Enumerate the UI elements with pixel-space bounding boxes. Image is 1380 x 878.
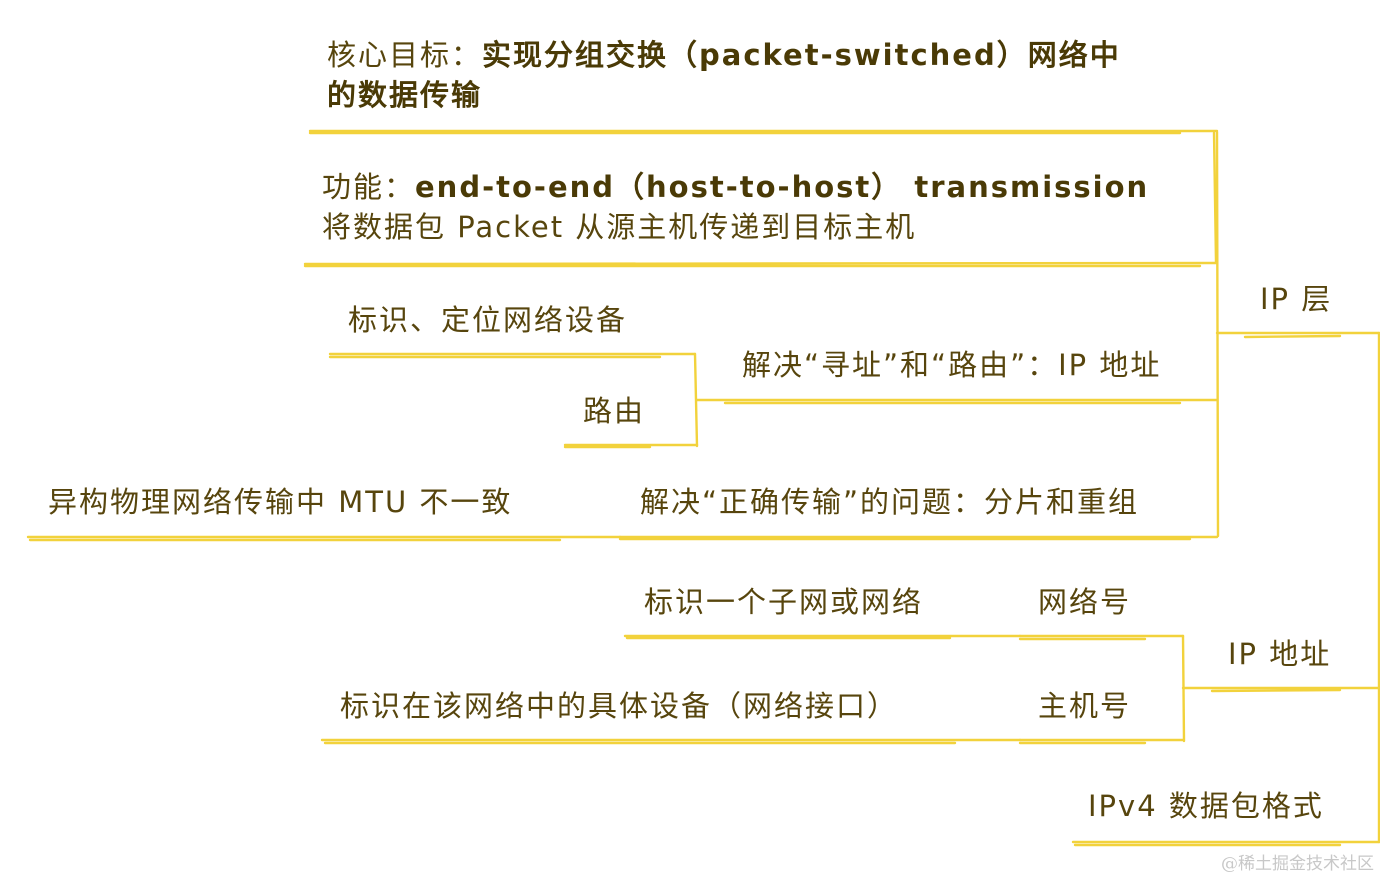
function-detail: 将数据包 Packet 从源主机传递到目标主机 xyxy=(322,210,917,244)
addressing-underline xyxy=(695,398,1219,405)
identify-underline xyxy=(328,352,697,359)
host-number-underline xyxy=(1018,738,1185,745)
ip-address-underline xyxy=(1181,686,1380,693)
host-desc-label: 标识在该网络中的具体设备（网络接口） xyxy=(340,689,899,723)
routing-underline xyxy=(563,443,699,449)
addressing-label: 解决“寻址”和“路由”：IP 地址 xyxy=(742,348,1162,382)
network-desc-label: 标识一个子网或网络 xyxy=(644,585,924,619)
ipv4-underline xyxy=(1071,840,1380,847)
mtu-underline xyxy=(26,535,622,542)
core-goal-bold-2: 的数据传输 xyxy=(327,78,483,112)
core-goal-underline xyxy=(308,129,1219,135)
function-bold: end-to-end（host-to-host） transmission xyxy=(415,170,1150,204)
core-goal-bold-1: 实现分组交换（packet-switched）网络中 xyxy=(482,38,1121,72)
network-number-underline xyxy=(1018,634,1185,641)
ip-address-bracket xyxy=(1181,634,1186,743)
function-text: 功能：end-to-end（host-to-host） transmission… xyxy=(322,170,1150,244)
fragmentation-label: 解决“正确传输”的问题：分片和重组 xyxy=(640,485,1140,519)
routing-label: 路由 xyxy=(583,394,646,428)
ip-layer-bracket xyxy=(1212,130,1220,538)
ipv4-format-label: IPv4 数据包格式 xyxy=(1088,789,1324,823)
ip-address-label: IP 地址 xyxy=(1228,637,1332,671)
mtu-label: 异构物理网络传输中 MTU 不一致 xyxy=(48,485,513,519)
watermark: @稀土掘金技术社区 xyxy=(1221,854,1374,874)
core-goal-text: 核心目标：实现分组交换（packet-switched）网络中 的数据传输 xyxy=(327,38,1121,112)
host-desc-underline xyxy=(320,738,1022,745)
network-number-label: 网络号 xyxy=(1038,585,1132,619)
connector-strokes xyxy=(26,129,1380,847)
ip-layer-label: IP 层 xyxy=(1260,282,1333,316)
ip-layer-underline xyxy=(1215,331,1380,339)
identify-locate-label: 标识、定位网络设备 xyxy=(348,303,628,337)
host-number-label: 主机号 xyxy=(1038,689,1132,723)
function-underline xyxy=(303,261,1219,268)
fragmentation-underline xyxy=(618,535,1219,541)
network-desc-underline xyxy=(623,634,1022,640)
addressing-bracket xyxy=(693,352,699,448)
